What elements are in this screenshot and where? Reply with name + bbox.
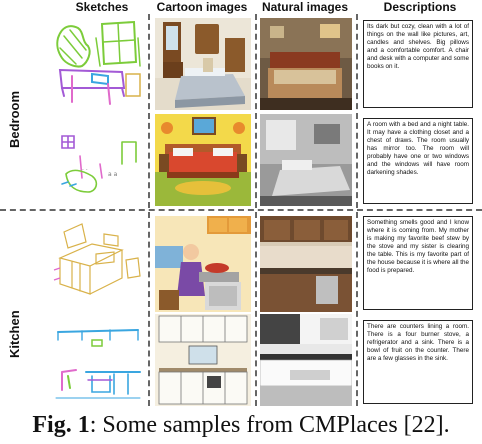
header-natural-images: Natural images [261,0,349,14]
svg-text:· ·: · · [82,167,88,174]
caption-label: Fig. 1 [32,412,90,438]
sketch-kitchen-1 [52,214,146,312]
natural-kitchen-1 [260,216,352,312]
cartoon-bedroom-1 [155,18,251,110]
svg-text:a a: a a [108,171,118,178]
natural-bedroom-1 [260,18,352,110]
header-sketches: Sketches [75,0,129,14]
sketch-bedroom-1 [52,18,146,110]
natural-bedroom-2 [260,114,352,206]
header-cartoon-images: Cartoon images [156,0,248,14]
natural-kitchen-2 [260,314,352,406]
figure-caption: Fig. 1: Some samples from CMPlaces [22]. [0,408,482,442]
description-kitchen-1: Something smells good and I know where i… [363,216,473,310]
row-divider [0,209,482,211]
cartoon-bedroom-2 [155,114,251,206]
sketch-bedroom-2: · · a a [52,112,146,206]
description-kitchen-2: There are counters lining a room. There … [363,320,473,404]
row-label-kitchen: Kitchen [7,310,22,358]
cartoon-kitchen-2 [155,314,251,406]
description-bedroom-2: A room with a bed and a night table. It … [363,118,473,204]
sketch-kitchen-2 [52,314,146,406]
header-descriptions: Descriptions [383,0,457,14]
cartoon-kitchen-1 [155,216,251,312]
caption-text: : Some samples from CMPlaces [22]. [89,412,450,438]
description-bedroom-1: Its dark but cozy, clean with a lot of t… [363,20,473,108]
row-label-bedroom: Bedroom [7,90,22,148]
